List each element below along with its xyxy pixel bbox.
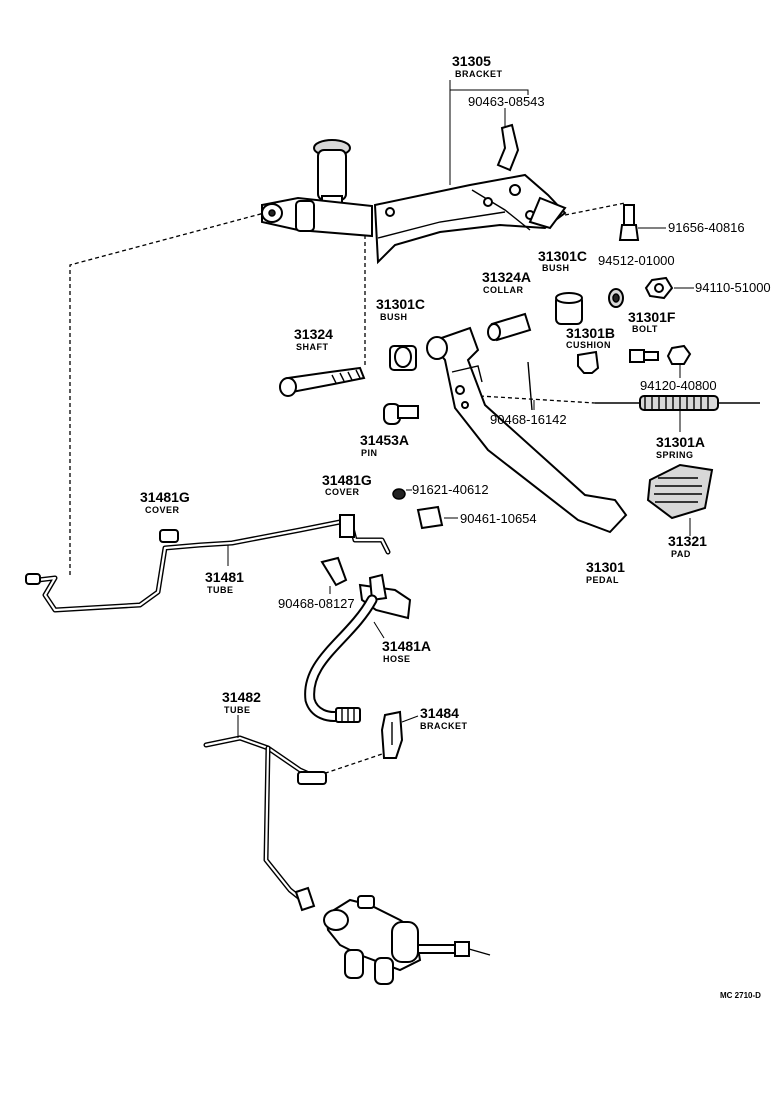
label-31301-name: PEDAL bbox=[586, 575, 619, 585]
release-cylinder-drawing bbox=[323, 895, 491, 985]
pedal-31301-drawing bbox=[426, 326, 628, 534]
label-31324a-number: 31324A bbox=[482, 269, 531, 285]
drawing-reference: MC 2710-D bbox=[720, 991, 761, 1000]
label-31453a-number: 31453A bbox=[360, 432, 409, 448]
label-31481g-mid-name: COVER bbox=[325, 487, 360, 497]
label-31301f-number: 31301F bbox=[628, 309, 676, 325]
label-31301-number: 31301 bbox=[586, 559, 625, 575]
cushion-31301b-drawing bbox=[577, 350, 600, 374]
label-31301b-name: CUSHION bbox=[566, 340, 611, 350]
bolt-91656-drawing bbox=[618, 204, 666, 241]
pin-90468-16142-drawing bbox=[527, 361, 535, 411]
label-31481g-left-number: 31481G bbox=[140, 489, 190, 505]
tube-31481-drawing bbox=[25, 514, 391, 613]
label-90463-number: 90463-08543 bbox=[468, 94, 545, 109]
bush-31301c-upper-drawing bbox=[555, 292, 583, 325]
label-31453a-name: PIN bbox=[361, 448, 378, 458]
label-31301c-lower-name: BUSH bbox=[380, 312, 408, 322]
labels: 31305 BRACKET 90463-08543 91656-40816 31… bbox=[140, 53, 771, 1000]
label-31301a-name: SPRING bbox=[656, 450, 694, 460]
label-31481a-name: HOSE bbox=[383, 654, 411, 664]
bolt-91621-drawing bbox=[392, 488, 412, 500]
spring-31301a-drawing bbox=[595, 395, 760, 432]
pin-31453a-drawing bbox=[383, 403, 419, 425]
label-31481-number: 31481 bbox=[205, 569, 244, 585]
collar-31324a-drawing bbox=[487, 312, 532, 342]
label-31301a-number: 31301A bbox=[656, 434, 705, 450]
nut-94120-drawing bbox=[666, 344, 692, 378]
label-91621-number: 91621-40612 bbox=[412, 482, 489, 497]
label-31301f-name: BOLT bbox=[632, 324, 658, 334]
bolt-31301f-drawing bbox=[629, 349, 659, 363]
assembly-dashed-lines bbox=[69, 202, 626, 781]
label-31301c-lower-number: 31301C bbox=[376, 296, 425, 312]
label-31481a-number: 31481A bbox=[382, 638, 431, 654]
label-31305-number: 31305 bbox=[452, 53, 491, 69]
label-31301c-upper-name: BUSH bbox=[542, 263, 570, 273]
label-94512-number: 94512-01000 bbox=[598, 253, 675, 268]
clip-90461-drawing bbox=[416, 505, 458, 530]
label-91656-number: 91656-40816 bbox=[668, 220, 745, 235]
bush-31301c-lower-drawing bbox=[389, 345, 417, 371]
label-90468-08127-number: 90468-08127 bbox=[278, 596, 355, 611]
pad-31321-drawing bbox=[646, 463, 714, 536]
label-31484-number: 31484 bbox=[420, 705, 459, 721]
nut-94110-drawing bbox=[644, 276, 694, 300]
label-31482-name: TUBE bbox=[224, 705, 251, 715]
label-94120-number: 94120-40800 bbox=[640, 378, 717, 393]
nut-94512-drawing bbox=[608, 288, 624, 308]
label-31324a-name: COLLAR bbox=[483, 285, 524, 295]
label-31482-number: 31482 bbox=[222, 689, 261, 705]
label-31301b-number: 31301B bbox=[566, 325, 615, 341]
tube-31482-drawing bbox=[203, 715, 327, 912]
label-31324-number: 31324 bbox=[294, 326, 333, 342]
label-31484-name: BRACKET bbox=[420, 721, 468, 731]
hose-31481a-drawing bbox=[304, 573, 412, 723]
label-31481-name: TUBE bbox=[207, 585, 234, 595]
label-31481g-left-name: COVER bbox=[145, 505, 180, 515]
clip-90468-08127-drawing bbox=[320, 556, 348, 594]
bracket-leader bbox=[449, 80, 529, 95]
label-31321-number: 31321 bbox=[668, 533, 707, 549]
shaft-31324-drawing bbox=[279, 366, 366, 397]
label-31324-name: SHAFT bbox=[296, 342, 329, 352]
label-31301c-upper-number: 31301C bbox=[538, 248, 587, 264]
bracket-assembly-drawing bbox=[261, 123, 567, 265]
label-31481g-mid-number: 31481G bbox=[322, 472, 372, 488]
label-31321-name: PAD bbox=[671, 549, 691, 559]
label-90461-number: 90461-10654 bbox=[460, 511, 537, 526]
bracket-31484-drawing bbox=[380, 710, 419, 759]
label-31305-name: BRACKET bbox=[455, 69, 503, 79]
label-90468-16142-number: 90468-16142 bbox=[490, 412, 567, 427]
label-94110-number: 94110-51000 bbox=[695, 280, 771, 295]
